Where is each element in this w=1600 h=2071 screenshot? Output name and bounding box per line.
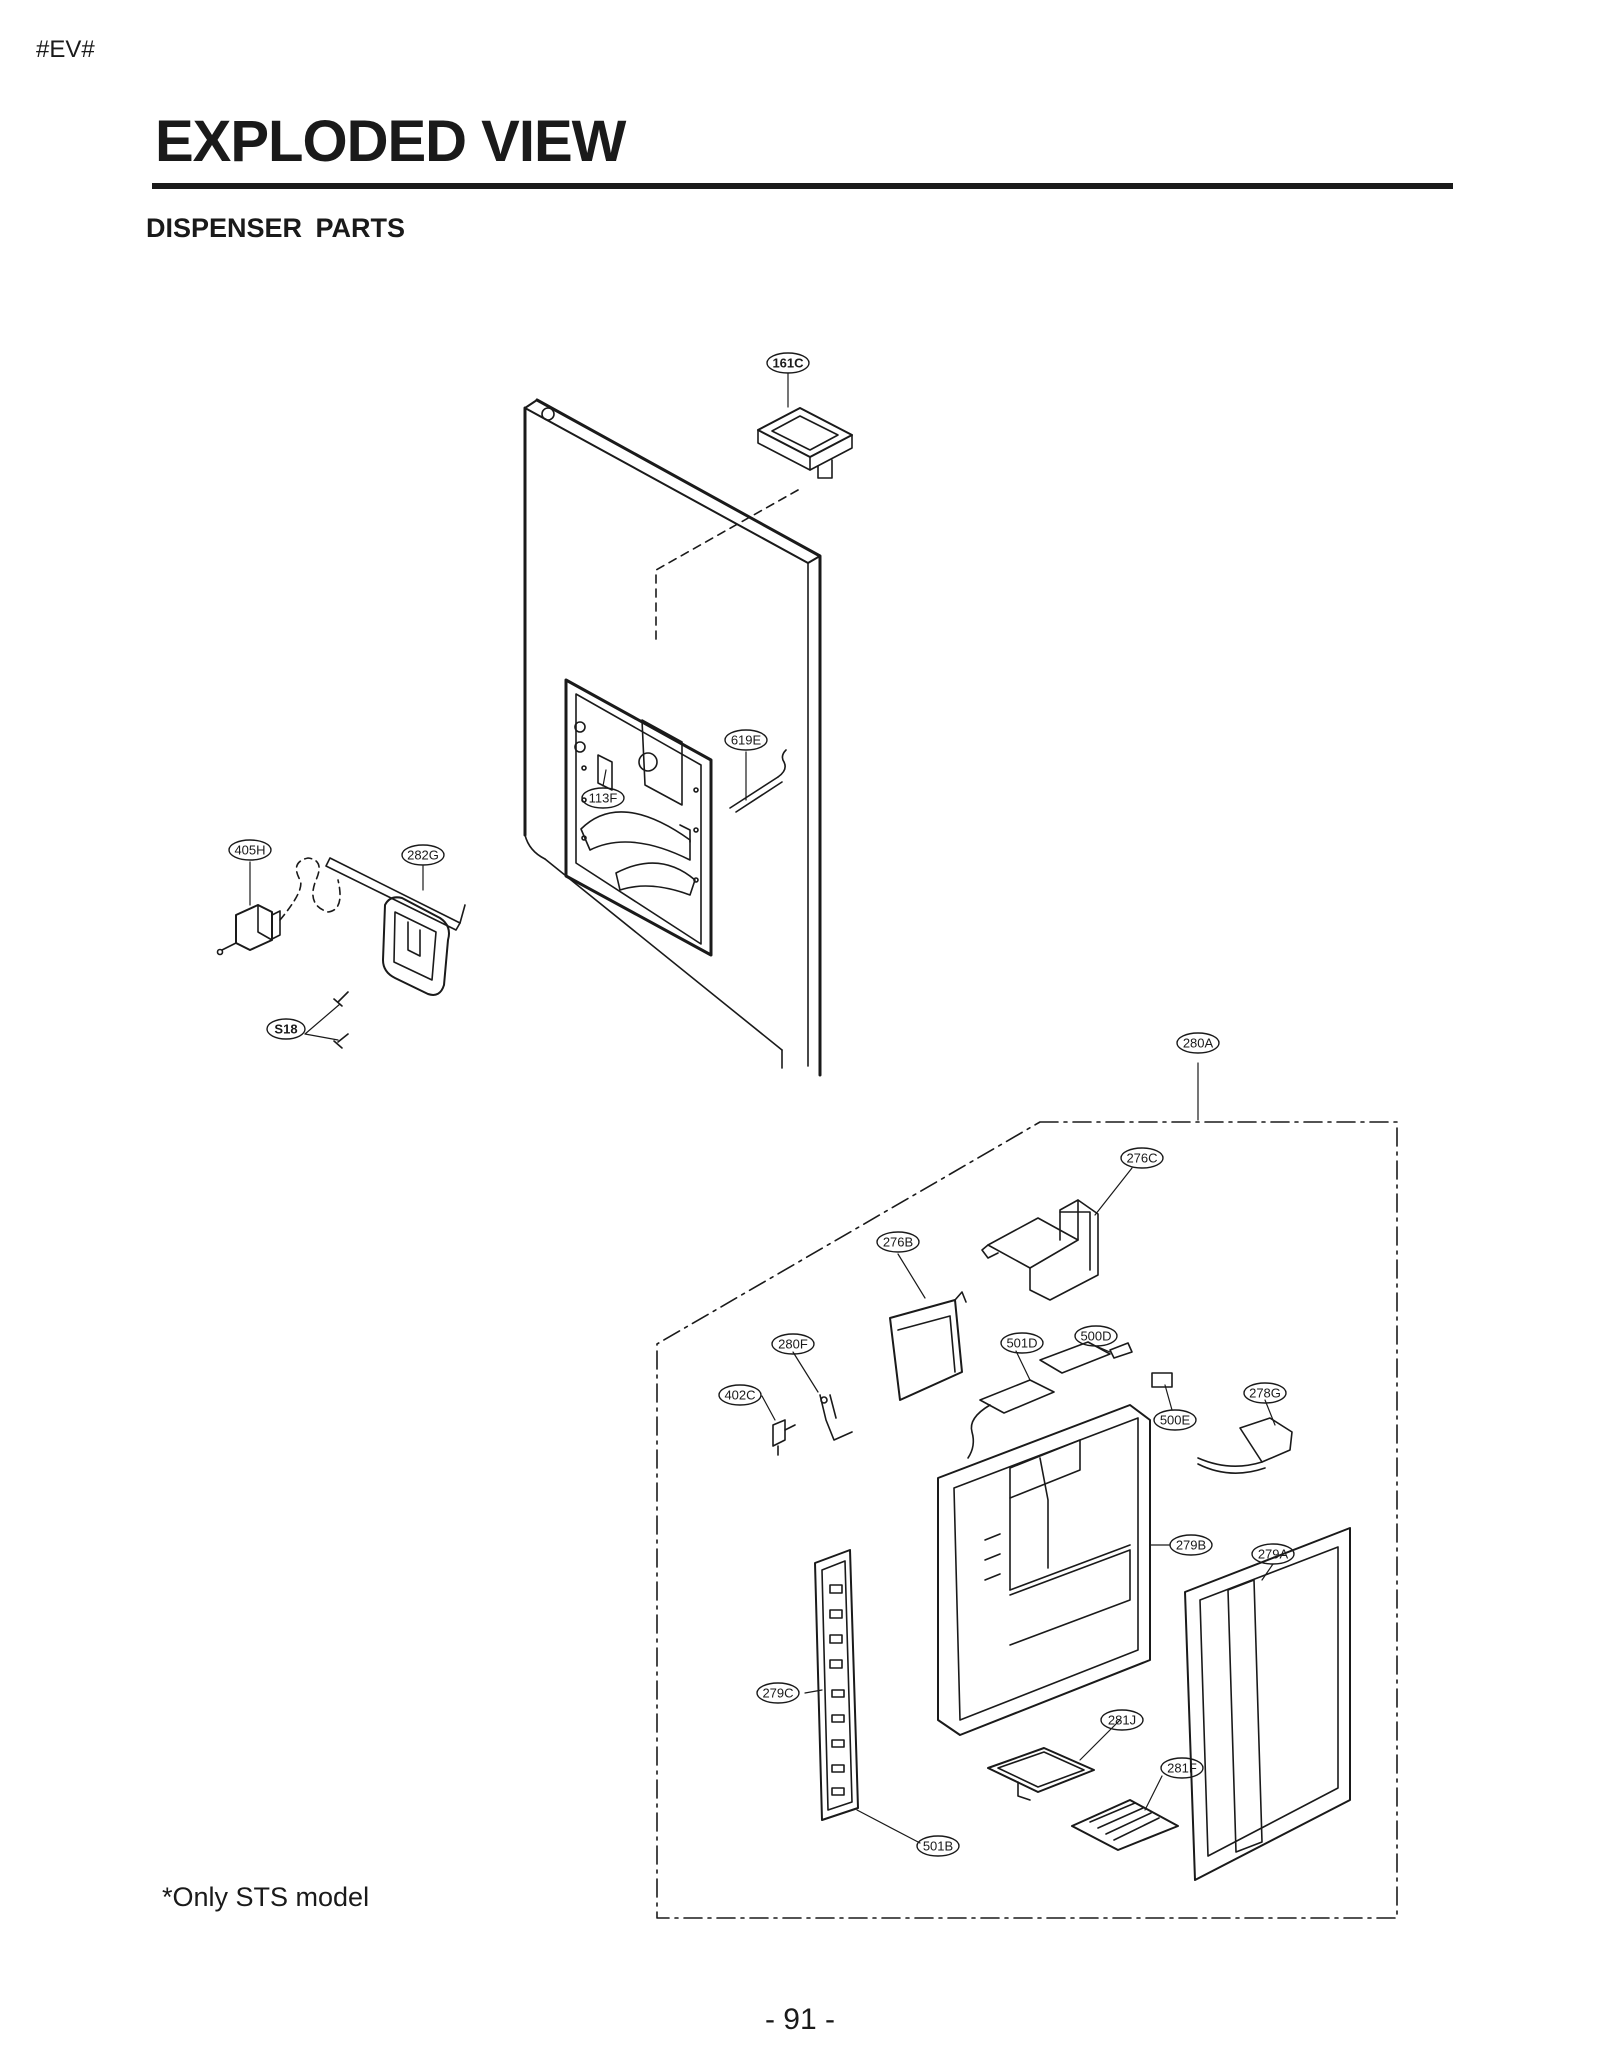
callout-280F: 280F xyxy=(778,1337,808,1352)
callout-276C: 276C xyxy=(1126,1151,1157,1166)
callout-405H: 405H xyxy=(234,843,265,858)
callout-279B: 279B xyxy=(1176,1538,1206,1553)
callout-501D: 501D xyxy=(1006,1336,1037,1351)
callout-619E: 619E xyxy=(731,733,762,748)
part-279B-cover xyxy=(937,1404,1151,1736)
part-405H-solenoid xyxy=(216,857,341,956)
callout-279A: 279A xyxy=(1258,1547,1289,1562)
part-279C-control-panel xyxy=(814,1549,859,1821)
part-161C-guide-line xyxy=(655,489,799,641)
callout-281F: 281F xyxy=(1167,1761,1197,1776)
section-subtitle: DISPENSER PARTS xyxy=(146,213,406,243)
callout-bubbles xyxy=(228,352,1295,1857)
part-281F-grille xyxy=(1071,1799,1179,1851)
callout-282G: 282G xyxy=(407,848,439,863)
callout-500D: 500D xyxy=(1080,1329,1111,1344)
part-276C-housing xyxy=(981,1199,1099,1301)
door-panel xyxy=(523,398,822,1077)
callout-278G: 278G xyxy=(1249,1386,1281,1401)
page-title: EXPLODED VIEW xyxy=(155,109,626,174)
part-278G-duct xyxy=(1197,1417,1293,1474)
callout-501B: 501B xyxy=(923,1839,953,1854)
sts-model-note: *Only STS model xyxy=(162,1882,370,1912)
part-276B-flap xyxy=(889,1291,967,1401)
page-number: - 91 - xyxy=(764,2003,836,2036)
callout-500E: 500E xyxy=(1160,1413,1191,1428)
callout-276B: 276B xyxy=(883,1235,913,1250)
part-279A-front-panel xyxy=(1184,1527,1351,1881)
callout-113F: 113F xyxy=(589,791,618,806)
part-S18-screws xyxy=(333,991,349,1049)
leader-lines xyxy=(249,372,1276,1844)
title-underline xyxy=(152,183,1453,189)
callout-281J: 281J xyxy=(1108,1713,1136,1728)
callout-402C: 402C xyxy=(724,1388,755,1403)
callout-161C: 161C xyxy=(772,356,804,371)
part-281J-drip-tray xyxy=(987,1747,1095,1801)
part-280F-lever xyxy=(819,1394,853,1441)
part-501D-500D-pcbs xyxy=(967,1341,1133,1459)
part-619E-tube xyxy=(729,749,787,813)
part-282G-bracket xyxy=(325,857,466,996)
callout-279C: 279C xyxy=(762,1686,793,1701)
callout-280A: 280A xyxy=(1183,1036,1214,1051)
callout-S18: S18 xyxy=(274,1022,297,1037)
part-500E-connector xyxy=(1151,1372,1173,1388)
part-161C-funnel xyxy=(757,407,853,479)
part-402C-switch xyxy=(772,1419,796,1456)
part-280A-assembly-outline xyxy=(656,1121,1398,1919)
document-code: #EV# xyxy=(36,36,95,63)
